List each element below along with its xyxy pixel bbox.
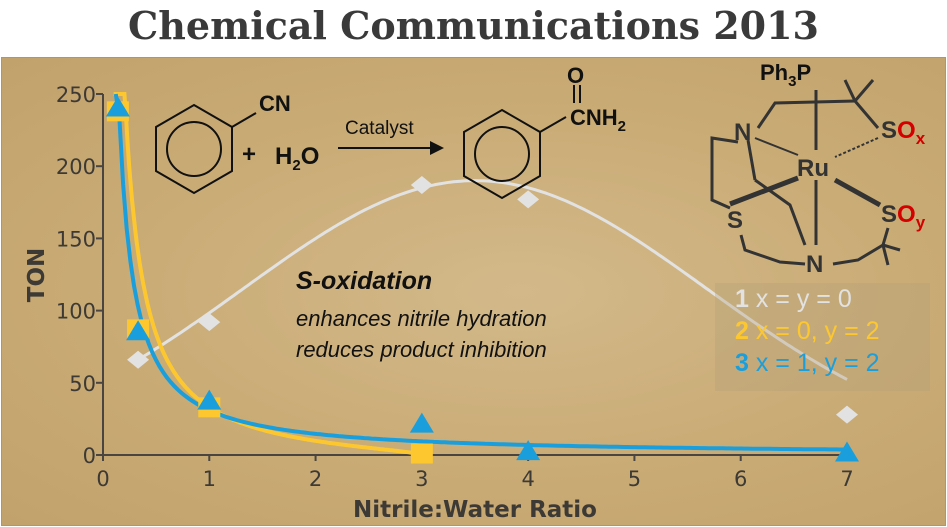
data-point-series-3 — [835, 441, 859, 462]
y-tick-label: 0 — [83, 444, 96, 468]
x-tick-label: 4 — [521, 467, 534, 491]
legend-entry-3: 3 x = 1, y = 2 — [735, 349, 880, 377]
trend-curves — [113, 92, 848, 457]
amide-group-label: CNH2 — [570, 105, 626, 135]
data-point-series-3 — [126, 320, 151, 341]
phosphine-label: Ph3P — [760, 60, 811, 90]
nitrogen-bottom-label: N — [806, 251, 823, 278]
data-point-series-3 — [197, 389, 222, 410]
data-point-series-1 — [410, 175, 433, 194]
x-tick-label: 2 — [309, 467, 322, 491]
water-label: H2O — [275, 143, 319, 174]
message-line-1: enhances nitrile hydration — [296, 306, 547, 331]
benzonitrile-structure — [155, 103, 257, 195]
data-point-series-3 — [409, 412, 434, 433]
data-point-series-1 — [836, 405, 858, 424]
data-point-series-3 — [516, 440, 541, 461]
y-tick-label: 100 — [56, 300, 96, 324]
x-axis-label: Nitrile:Water Ratio — [353, 497, 597, 523]
trend-line-series-2 — [113, 92, 423, 457]
carbonyl-oxygen-label: O — [567, 63, 584, 88]
trend-line-series-3 — [113, 93, 847, 452]
reaction-arrow-icon — [338, 141, 444, 155]
y-tick-label: 50 — [69, 372, 96, 396]
legend-entry-2: 2 x = 0, y = 2 — [735, 317, 880, 345]
y-axis-label: TON — [24, 248, 50, 303]
x-tick-label: 1 — [203, 467, 216, 491]
data-point-series-2 — [410, 443, 433, 464]
x-tick-label: 5 — [628, 467, 641, 491]
legend-entry-1: 1 x = y = 0 — [735, 285, 852, 313]
nitrogen-top-label: N — [734, 119, 751, 146]
axes: 0 1 2 3 4 5 6 7 0 50 100 150 200 250 — [56, 83, 854, 491]
data-point-series-3 — [105, 96, 130, 117]
plus-sign: + — [242, 141, 256, 168]
y-tick-label: 250 — [56, 83, 96, 107]
data-points — [105, 96, 859, 464]
nitrile-group-label: CN — [259, 91, 291, 116]
x-tick-label: 3 — [415, 467, 428, 491]
arrow-label-catalyst: Catalyst — [345, 118, 414, 139]
ruthenium-catalyst-structure — [710, 79, 901, 266]
data-point-series-1 — [127, 350, 150, 369]
data-point-series-1 — [517, 190, 540, 209]
page-title: Chemical Communications 2013 — [128, 3, 819, 48]
benzamide-structure — [463, 85, 581, 200]
x-tick-label: 0 — [96, 467, 109, 491]
x-tick-label: 7 — [840, 467, 853, 491]
message-headline: S-oxidation — [296, 267, 433, 295]
x-tick-label: 6 — [734, 467, 747, 491]
sulfur-oxide-y-label: SOy — [881, 201, 926, 232]
y-tick-label: 150 — [56, 227, 96, 251]
data-point-series-1 — [198, 313, 221, 332]
sulfur-oxide-x-label: SOx — [881, 117, 926, 148]
y-tick-label: 200 — [56, 155, 96, 179]
message-line-2: reduces product inhibition — [296, 337, 547, 362]
ruthenium-label: Ru — [797, 155, 829, 182]
trend-line-series-1 — [137, 179, 848, 381]
thioether-sulfur-label: S — [727, 207, 743, 234]
legend: 1 x = y = 0 2 x = 0, y = 2 3 x = 1, y = … — [715, 283, 930, 391]
